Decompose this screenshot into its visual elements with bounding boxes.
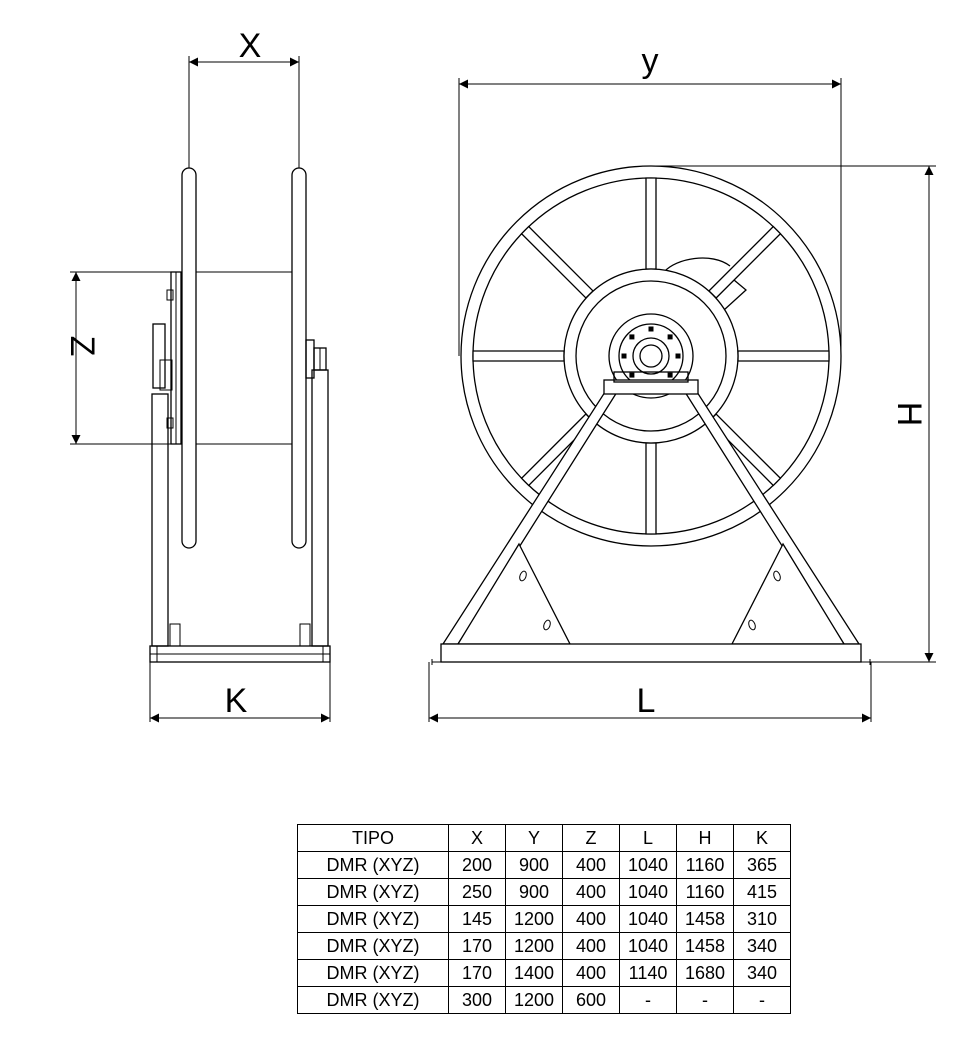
table-cell: 400 xyxy=(562,905,620,933)
spoke xyxy=(645,442,657,535)
spoke xyxy=(737,350,830,362)
table-cell: 145 xyxy=(448,905,506,933)
spoke xyxy=(520,225,594,299)
table-cell: 900 xyxy=(505,878,563,906)
table-cell: 1200 xyxy=(505,905,563,933)
bolt xyxy=(629,334,635,340)
bolt xyxy=(667,372,673,378)
table-cell: 1200 xyxy=(505,986,563,1014)
table-cell: - xyxy=(676,986,734,1014)
table-cell: 310 xyxy=(733,905,791,933)
table-cell: DMR (XYZ) xyxy=(297,905,449,933)
table-header-cell: Y xyxy=(505,824,563,852)
table-cell: 1040 xyxy=(619,932,677,960)
table-cell: 400 xyxy=(562,878,620,906)
table-cell: 1160 xyxy=(676,851,734,879)
front-view xyxy=(431,165,871,665)
table-cell: 300 xyxy=(448,986,506,1014)
table-cell: DMR (XYZ) xyxy=(297,986,449,1014)
table-cell: 415 xyxy=(733,878,791,906)
table-cell: 1040 xyxy=(619,851,677,879)
table-cell: DMR (XYZ) xyxy=(297,851,449,879)
table-cell: 1680 xyxy=(676,959,734,987)
table-cell: - xyxy=(619,986,677,1014)
side-view xyxy=(149,167,331,663)
table-cell: 600 xyxy=(562,986,620,1014)
table-cell: 900 xyxy=(505,851,563,879)
bolt xyxy=(648,326,654,332)
spoke xyxy=(708,225,782,299)
table-header-cell: L xyxy=(619,824,677,852)
spoke xyxy=(472,350,565,362)
table-cell: 400 xyxy=(562,932,620,960)
spoke xyxy=(645,177,657,270)
table-cell: 170 xyxy=(448,932,506,960)
table-header-cell: Z xyxy=(562,824,620,852)
table-cell: 1040 xyxy=(619,905,677,933)
bolt xyxy=(667,334,673,340)
table-header-cell: H xyxy=(676,824,734,852)
table-header-cell: X xyxy=(448,824,506,852)
bolt xyxy=(675,353,681,359)
table-cell: - xyxy=(733,986,791,1014)
table-cell: 1458 xyxy=(676,905,734,933)
front-view-dimensions: y H L xyxy=(428,42,936,723)
table-cell: 340 xyxy=(733,959,791,987)
table-cell: 200 xyxy=(448,851,506,879)
table-cell: 1040 xyxy=(619,878,677,906)
table-cell: 1458 xyxy=(676,932,734,960)
dim-label-z: Z xyxy=(63,336,101,357)
bolt xyxy=(629,372,635,378)
table-cell: 365 xyxy=(733,851,791,879)
table-cell: 170 xyxy=(448,959,506,987)
table-cell: 1160 xyxy=(676,878,734,906)
dim-label-k: K xyxy=(225,682,248,720)
side-view-dimensions: X Z K xyxy=(63,27,331,723)
dim-label-l: L xyxy=(637,682,656,720)
table-cell: 1140 xyxy=(619,959,677,987)
table-cell: 400 xyxy=(562,851,620,879)
table-cell: 400 xyxy=(562,959,620,987)
bolt xyxy=(621,353,627,359)
dim-label-h: H xyxy=(890,402,928,427)
table-cell: DMR (XYZ) xyxy=(297,959,449,987)
table-header-cell: TIPO xyxy=(297,824,449,852)
reel-technical-drawing: X Z K xyxy=(63,27,936,723)
table-cell: DMR (XYZ) xyxy=(297,932,449,960)
table-cell: 1200 xyxy=(505,932,563,960)
table-cell: DMR (XYZ) xyxy=(297,878,449,906)
table-cell: 250 xyxy=(448,878,506,906)
table-cell: 340 xyxy=(733,932,791,960)
table-cell: 1400 xyxy=(505,959,563,987)
table-header-cell: K xyxy=(733,824,791,852)
dim-label-y: y xyxy=(642,42,659,80)
dim-label-x: X xyxy=(239,27,262,65)
